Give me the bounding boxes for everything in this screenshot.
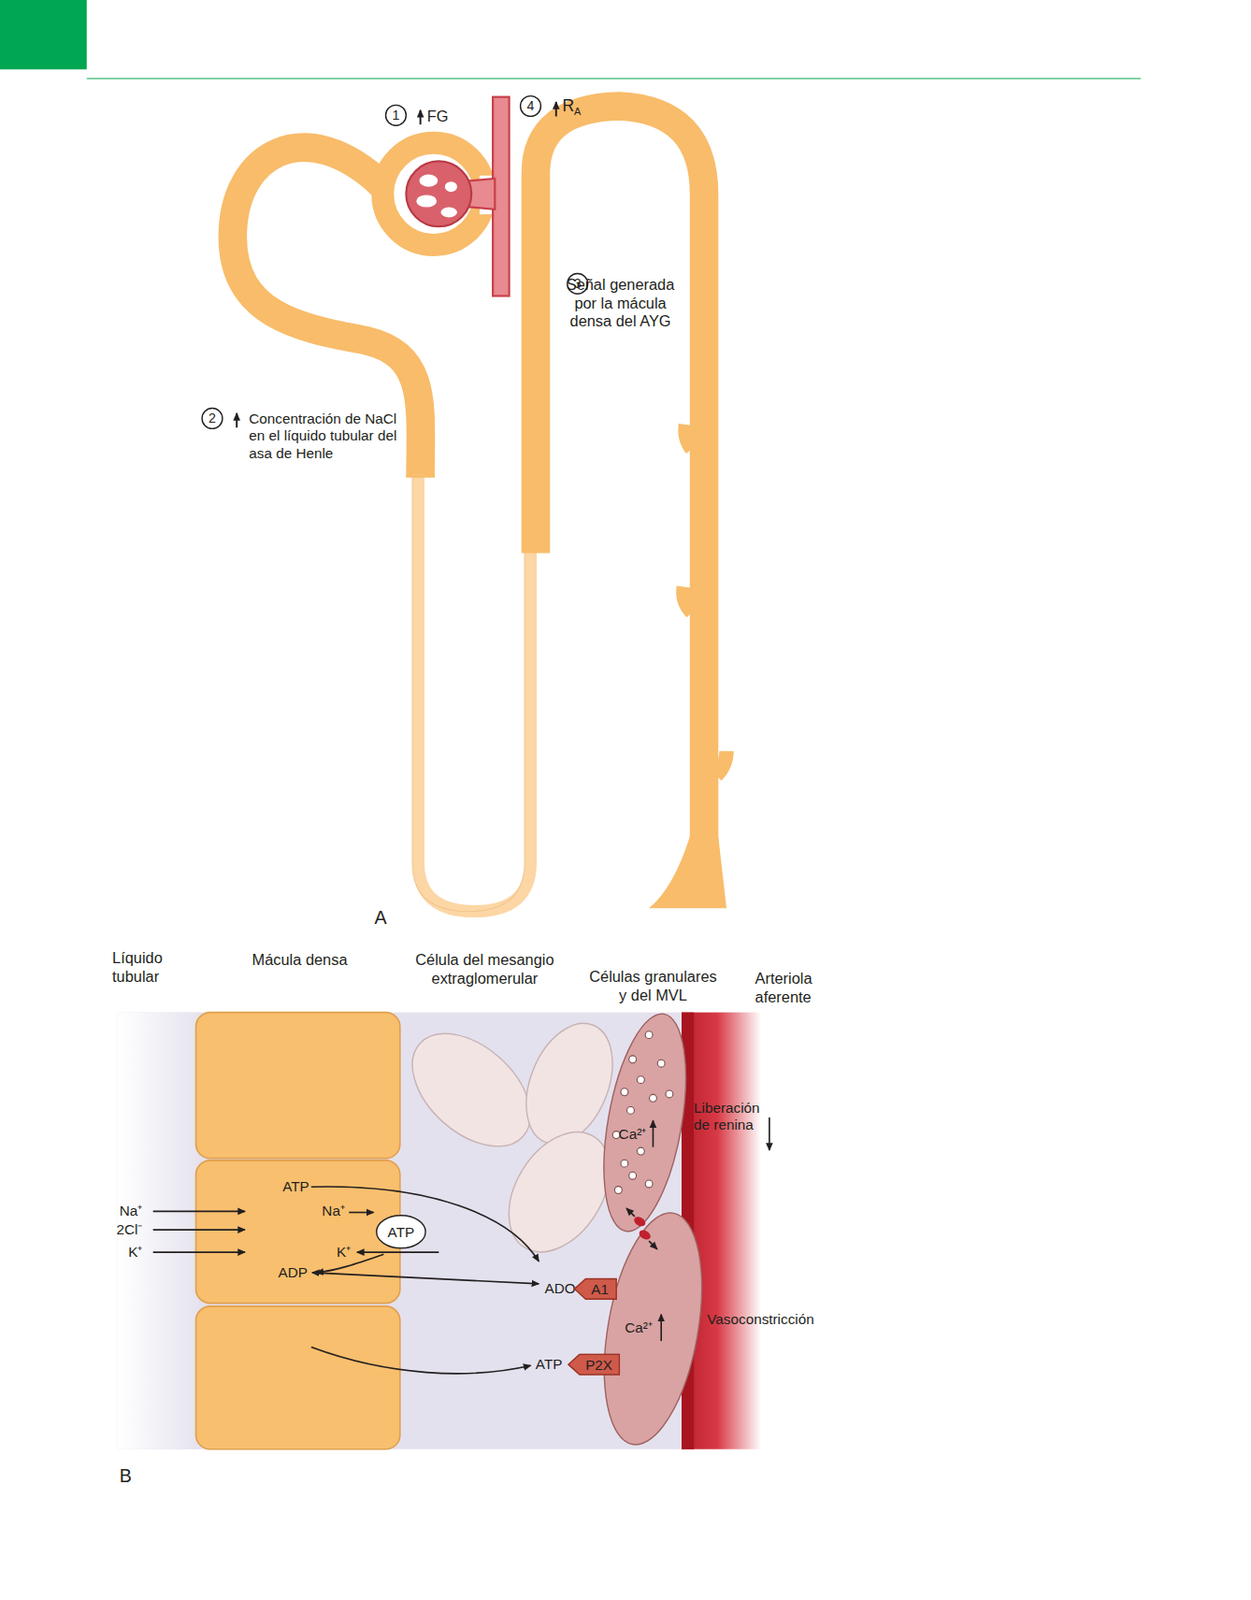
drawn-line xyxy=(153,1251,245,1253)
bowman-capsule xyxy=(382,143,485,245)
drawn-circle xyxy=(201,408,223,430)
corner-tab xyxy=(0,0,87,70)
drawn-line xyxy=(652,1120,655,1147)
drawn-line xyxy=(357,1251,439,1253)
glomerulus xyxy=(405,160,472,227)
drawn-line xyxy=(348,1211,374,1214)
drawn-circle xyxy=(520,96,542,117)
capillary-lumen xyxy=(445,181,458,192)
callout-number: 2 xyxy=(208,410,216,427)
tubule-step xyxy=(405,474,435,477)
drawn-ellipse xyxy=(632,1214,648,1228)
drawn-line xyxy=(312,1272,539,1284)
callout-number: 4 xyxy=(527,98,535,115)
drawn-line xyxy=(555,101,558,116)
pump-ellipse: ATP xyxy=(375,1214,428,1250)
drawn-line xyxy=(660,1314,662,1341)
nephron xyxy=(232,106,727,912)
granule xyxy=(657,1059,665,1067)
duct-branch xyxy=(683,587,692,613)
text-label: Concentración de NaCl en el líquido tubu… xyxy=(248,410,404,462)
thin-limb-edge xyxy=(412,474,525,911)
granule xyxy=(665,1090,674,1098)
granule xyxy=(636,1076,645,1084)
text-label: Células granulares y del MVL xyxy=(587,967,720,1005)
drawn-line xyxy=(235,413,238,428)
callout-number: 1 xyxy=(391,107,400,124)
drawn-ellipse xyxy=(637,1227,653,1241)
drawn-line xyxy=(153,1228,245,1231)
drawn-line xyxy=(153,1210,245,1213)
drawn-path xyxy=(311,1186,539,1262)
callout-circles xyxy=(201,96,589,430)
node-text: P2X xyxy=(577,1355,621,1372)
granule xyxy=(645,1179,653,1188)
flow-arrows xyxy=(153,1117,770,1374)
drawn-rect xyxy=(196,1160,401,1304)
granule xyxy=(614,1186,622,1194)
drawn-rect xyxy=(196,1306,401,1450)
capillary-lumen xyxy=(419,174,439,187)
text-label: FG xyxy=(427,107,449,127)
capillary-lumen xyxy=(416,194,437,207)
granule xyxy=(620,1159,629,1167)
text-label: R xyxy=(562,96,576,116)
drawn-line xyxy=(626,1207,635,1217)
granule xyxy=(645,1031,653,1039)
granule xyxy=(627,1106,635,1114)
text-label: Mácula densa xyxy=(252,950,348,970)
thick-ascending-limb xyxy=(535,106,705,848)
text-label: ADP xyxy=(278,1264,308,1281)
smooth-muscle-cell xyxy=(588,1205,718,1453)
text-label: Líquido tubular xyxy=(112,949,194,986)
drawn-path xyxy=(311,1347,532,1374)
text-label: ATP xyxy=(282,1178,310,1195)
text-label: B xyxy=(119,1465,132,1488)
drawn-line xyxy=(648,1240,658,1250)
text-label: Vasoconstricción xyxy=(706,1310,814,1328)
collecting-duct xyxy=(648,836,727,908)
text-label: Señal generada por la mácula densa del A… xyxy=(564,275,677,331)
text-label: Ca²⁺ xyxy=(618,1124,648,1142)
granule xyxy=(620,1088,629,1096)
text-label: Na⁺ xyxy=(321,1202,346,1220)
text-label: 2Cl⁻ xyxy=(115,1221,143,1238)
duct-branch xyxy=(685,424,692,449)
granule xyxy=(629,1055,637,1064)
text-label: A xyxy=(374,906,388,930)
renin-granules xyxy=(612,1031,674,1194)
drawn-line xyxy=(768,1117,771,1151)
gap-junction xyxy=(632,1214,652,1241)
node-text: A1 xyxy=(583,1280,618,1297)
granular-cell xyxy=(589,1007,701,1238)
text-label: K⁺ xyxy=(336,1243,352,1261)
granule xyxy=(636,1147,645,1155)
text-label: Arteriola aferente xyxy=(755,969,837,1007)
afferent-arteriole xyxy=(681,1012,762,1450)
text-label: K⁺ xyxy=(128,1243,144,1261)
increase-arrows xyxy=(236,101,557,428)
drawn-circle xyxy=(386,104,407,126)
text-label: Na⁺ xyxy=(119,1202,144,1220)
text-label: Ca²⁺ xyxy=(624,1319,653,1337)
drawn-line xyxy=(419,110,422,125)
capillary-lumen xyxy=(440,207,457,218)
text-label: Liberación de renina xyxy=(693,1098,776,1134)
text-label: ATP xyxy=(535,1355,563,1373)
text-label: A xyxy=(574,106,581,119)
macula-densa-cells xyxy=(196,1012,401,1450)
granule xyxy=(649,1093,658,1102)
duct-branch xyxy=(716,750,727,776)
drawn-rect xyxy=(196,1012,401,1159)
receptor-tag: A1 xyxy=(573,1277,618,1300)
thin-limb xyxy=(417,474,531,911)
text-label: Célula del mesangio extraglomerular xyxy=(398,950,573,988)
node-text: ATP xyxy=(375,1223,428,1240)
granule xyxy=(629,1171,637,1180)
text-label: ADO xyxy=(545,1279,576,1297)
receptor-tag: P2X xyxy=(567,1352,621,1376)
header-rule xyxy=(86,77,1141,79)
